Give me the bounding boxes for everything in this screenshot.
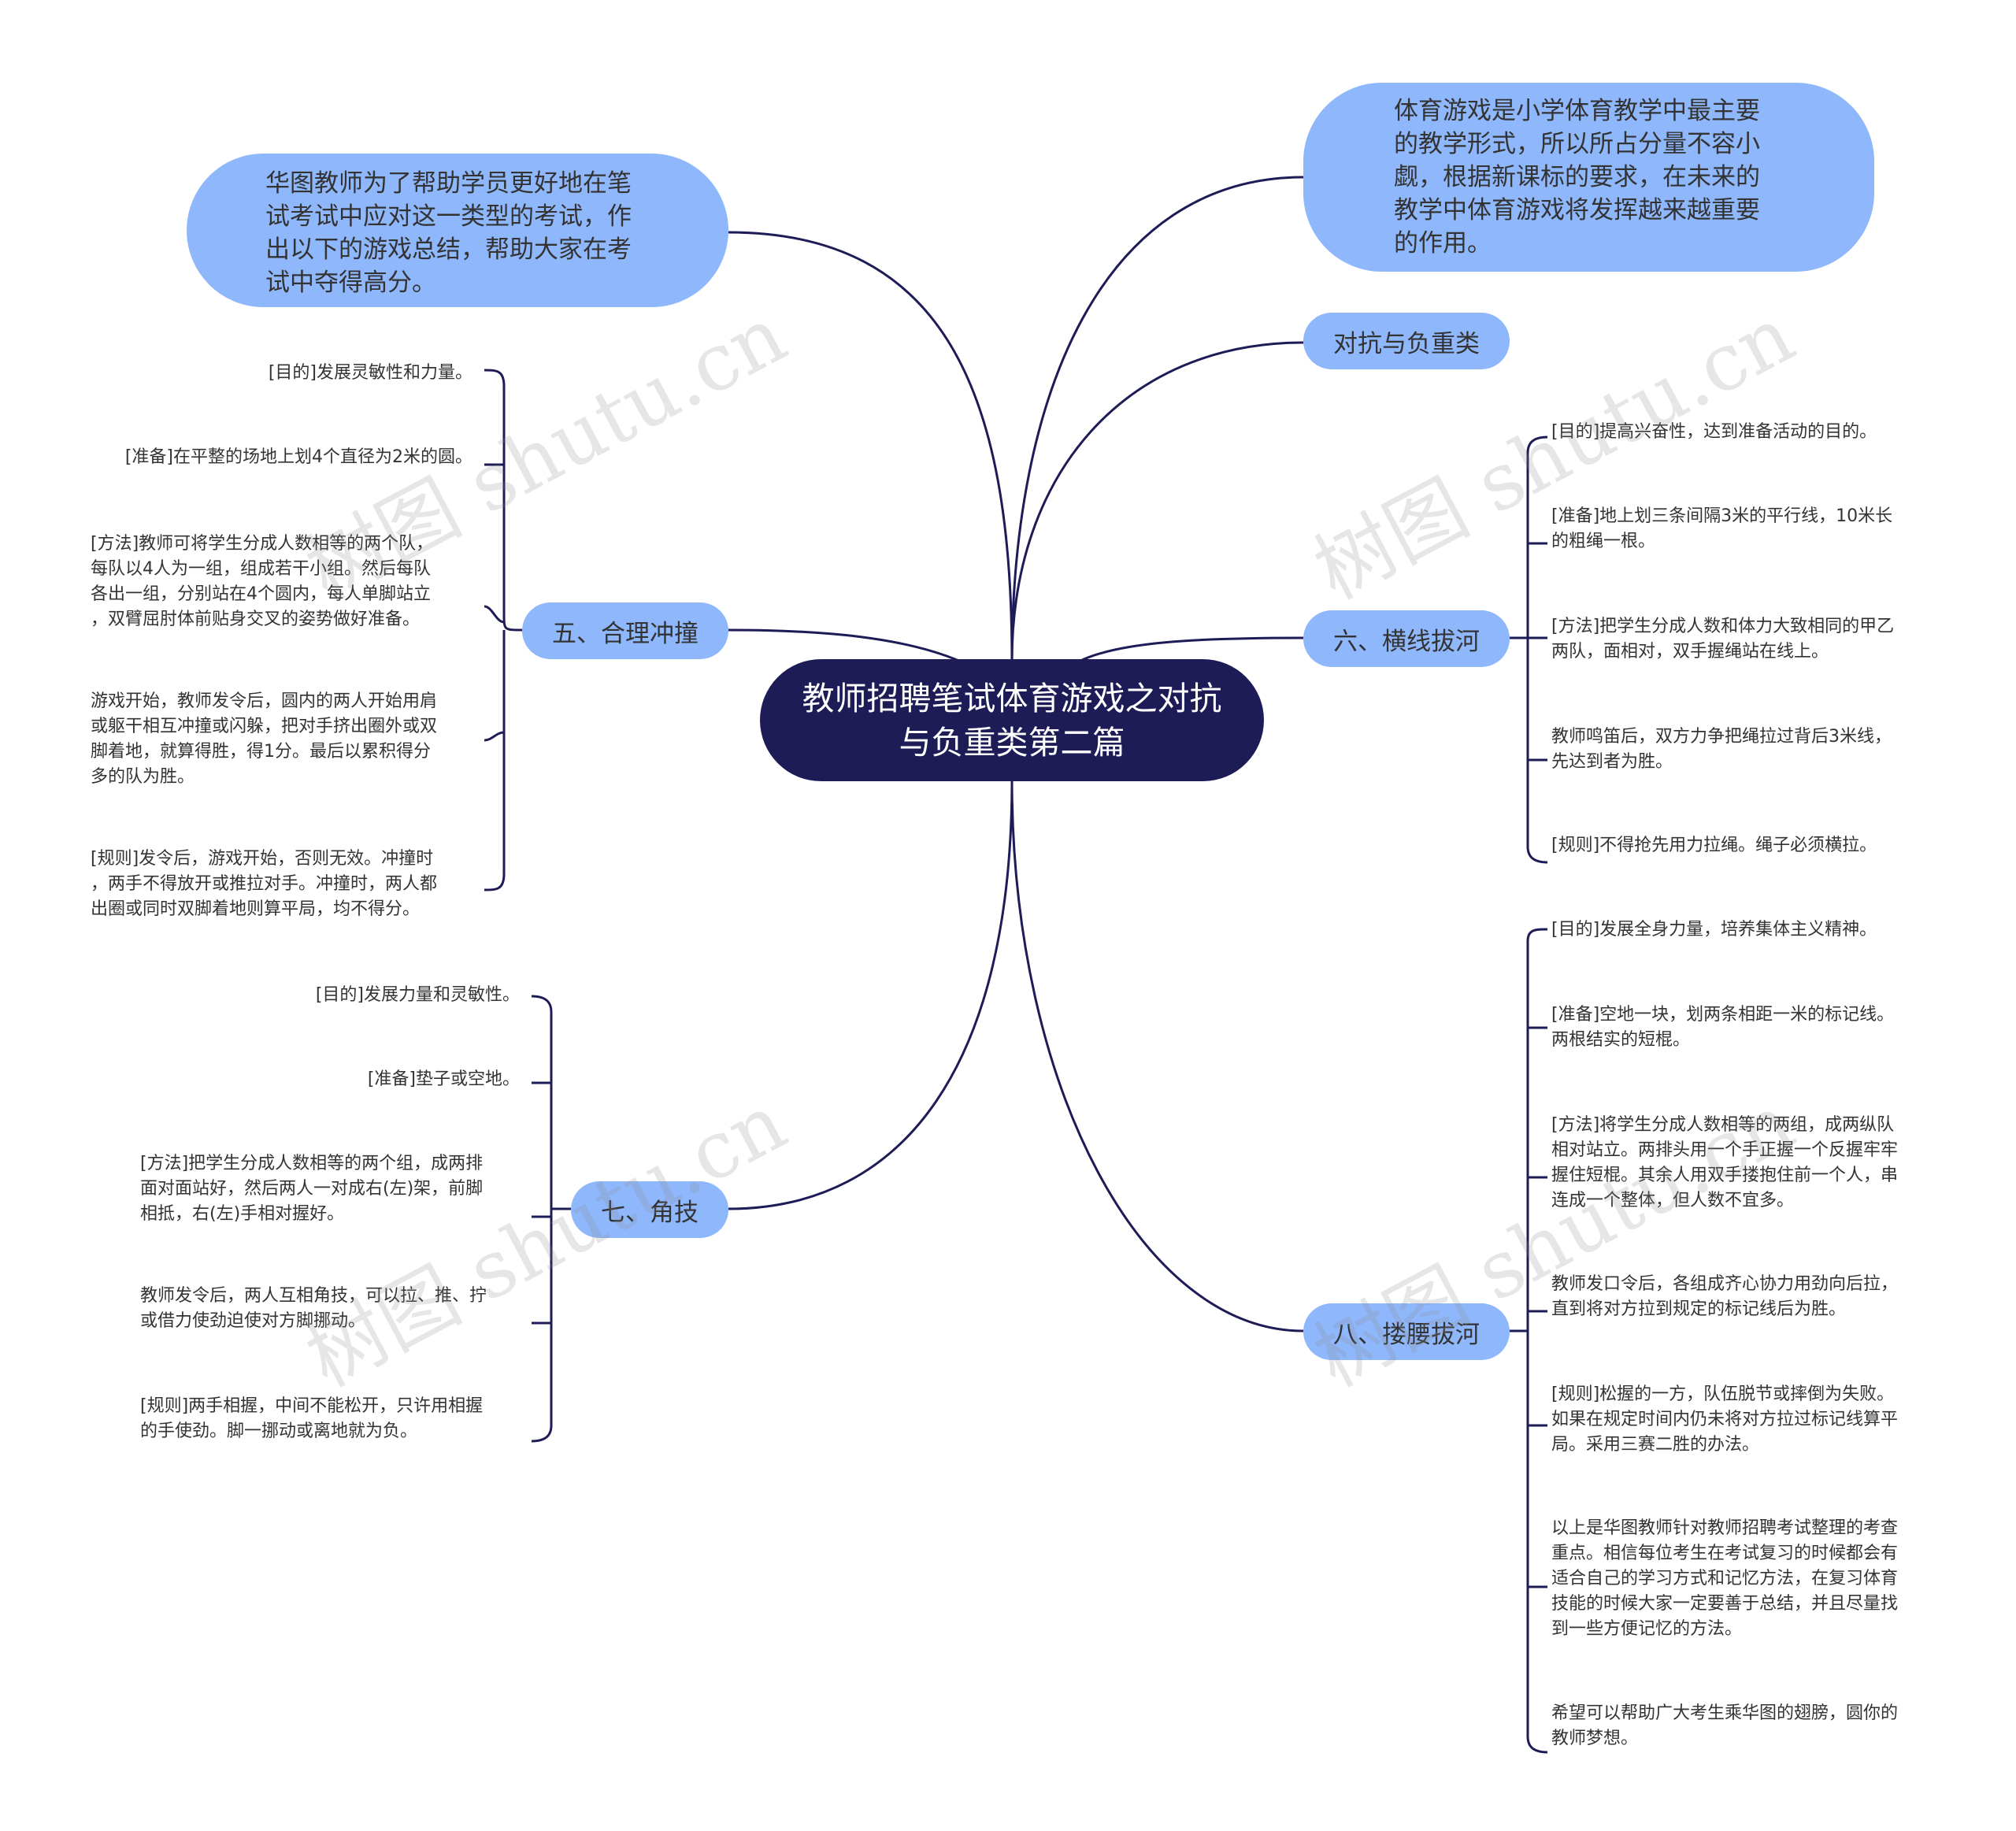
bracket-branch5 [484,369,523,891]
branch5-item-rule: [规则]发令后，游戏开始，否则无效。冲撞时 ，两手不得放开或推拉对手。冲撞时，两… [91,849,438,919]
central-topic[interactable]: 教师招聘笔试体育游戏之对抗与负重类第二篇 [760,659,1264,781]
branch8-item-closing: 希望可以帮助广大考生乘华图的翅膀，圆你的 教师梦想。 [1551,1703,1899,1748]
branch8-item-method: [方法]将学生分成人数相等的两组，成两纵队 相对站立。两排头用一个手正握一个反握… [1551,1115,1899,1210]
branch6-item-play: 教师鸣笛后，双方力争把绳拉过背后3米线， 先达到者为胜。 [1551,727,1892,772]
edge-central-branch8 [1010,779,1304,1332]
edge-central-branch5 [728,628,962,663]
branch5-node[interactable]: 五、合理冲撞 [522,602,728,659]
branch6-item-prep: [准备]地上划三条间隔3米的平行线，10米长 的粗绳一根。 [1551,506,1893,551]
branch5-item-goal: [目的]发展灵敏性和力量。 [268,363,472,383]
bracket-branch8 [1510,928,1548,1754]
edge-central-intro-right [1010,176,1304,662]
branch8-item-prep: [准备]空地一块，划两条相距一米的标记线。 两根结实的短棍。 [1551,1005,1895,1050]
edge-central-branch7 [728,779,1014,1210]
branch6-node[interactable]: 六、横线拔河 [1303,610,1510,667]
branch7-item-rule: [规则]两手相握，中间不能松开，只许用相握 的手使劲。脚一挪动或离地就为负。 [140,1396,484,1441]
branch8-item-play: 教师发口令后，各组成齐心协力用劲向后拉， 直到将对方拉到规定的标记线后为胜。 [1551,1274,1899,1319]
branch6-item-method: [方法]把学生分成人数和体力大致相同的甲乙 两队，面相对，双手握绳站在线上。 [1551,617,1895,662]
category-node[interactable]: 对抗与负重类 [1303,313,1510,369]
branch5-item-method: [方法]教师可将学生分成人数相等的两个队， 每队以4人为一组，组成若干小组。然后… [91,534,434,629]
edge-central-intro-left [728,231,1014,662]
branch8-item-rule: [规则]松握的一方，队伍脱节或摔倒为失败。 如果在规定时间内仍未将对方拉过标记线… [1551,1384,1899,1455]
branch7-item-method: [方法]把学生分成人数相等的两个组，成两排 面对面站好，然后两人一对成右(左)架… [140,1154,484,1224]
branch7-node[interactable]: 七、角技 [571,1181,728,1238]
intro-right-node[interactable]: 体育游戏是小学体育教学中最主要的教学形式，所以所占分量不容小觑，根据新课标的要求… [1303,83,1874,272]
branch8-node[interactable]: 八、搂腰拔河 [1303,1303,1510,1360]
branch7-item-prep: [准备]垫子或空地。 [367,1069,520,1089]
branch7-item-play: 教师发令后，两人互相角技，可以拉、推、拧 或借力使劲迫使对方脚挪动。 [140,1286,487,1331]
branch8-item-goal: [目的]发展全身力量，培养集体主义精神。 [1551,920,1877,940]
branch8-item-summary: 以上是华图教师针对教师招聘考试整理的考查 重点。相信每位考生在考试复习的时候都会… [1551,1518,1899,1639]
branch6-item-rule: [规则]不得抢先用力拉绳。绳子必须横拉。 [1551,836,1877,855]
edge-central-branch6 [1078,636,1304,663]
branch7-item-goal: [目的]发展力量和灵敏性。 [315,985,520,1005]
bracket-branch6 [1510,436,1548,864]
branch6-item-goal: [目的]提高兴奋性，达到准备活动的目的。 [1551,422,1877,442]
intro-left-node[interactable]: 华图教师为了帮助学员更好地在笔试考试中应对这一类型的考试，作出以下的游戏总结，帮… [187,154,728,307]
branch5-item-prep: [准备]在平整的场地上划4个直径为2米的圆。 [124,447,472,467]
edge-central-category [1010,341,1304,662]
branch5-item-play: 游戏开始，教师发令后，圆内的两人开始用肩 或躯干相互冲撞或闪躲，把对手挤出圈外或… [91,691,438,787]
bracket-branch7 [531,995,571,1443]
